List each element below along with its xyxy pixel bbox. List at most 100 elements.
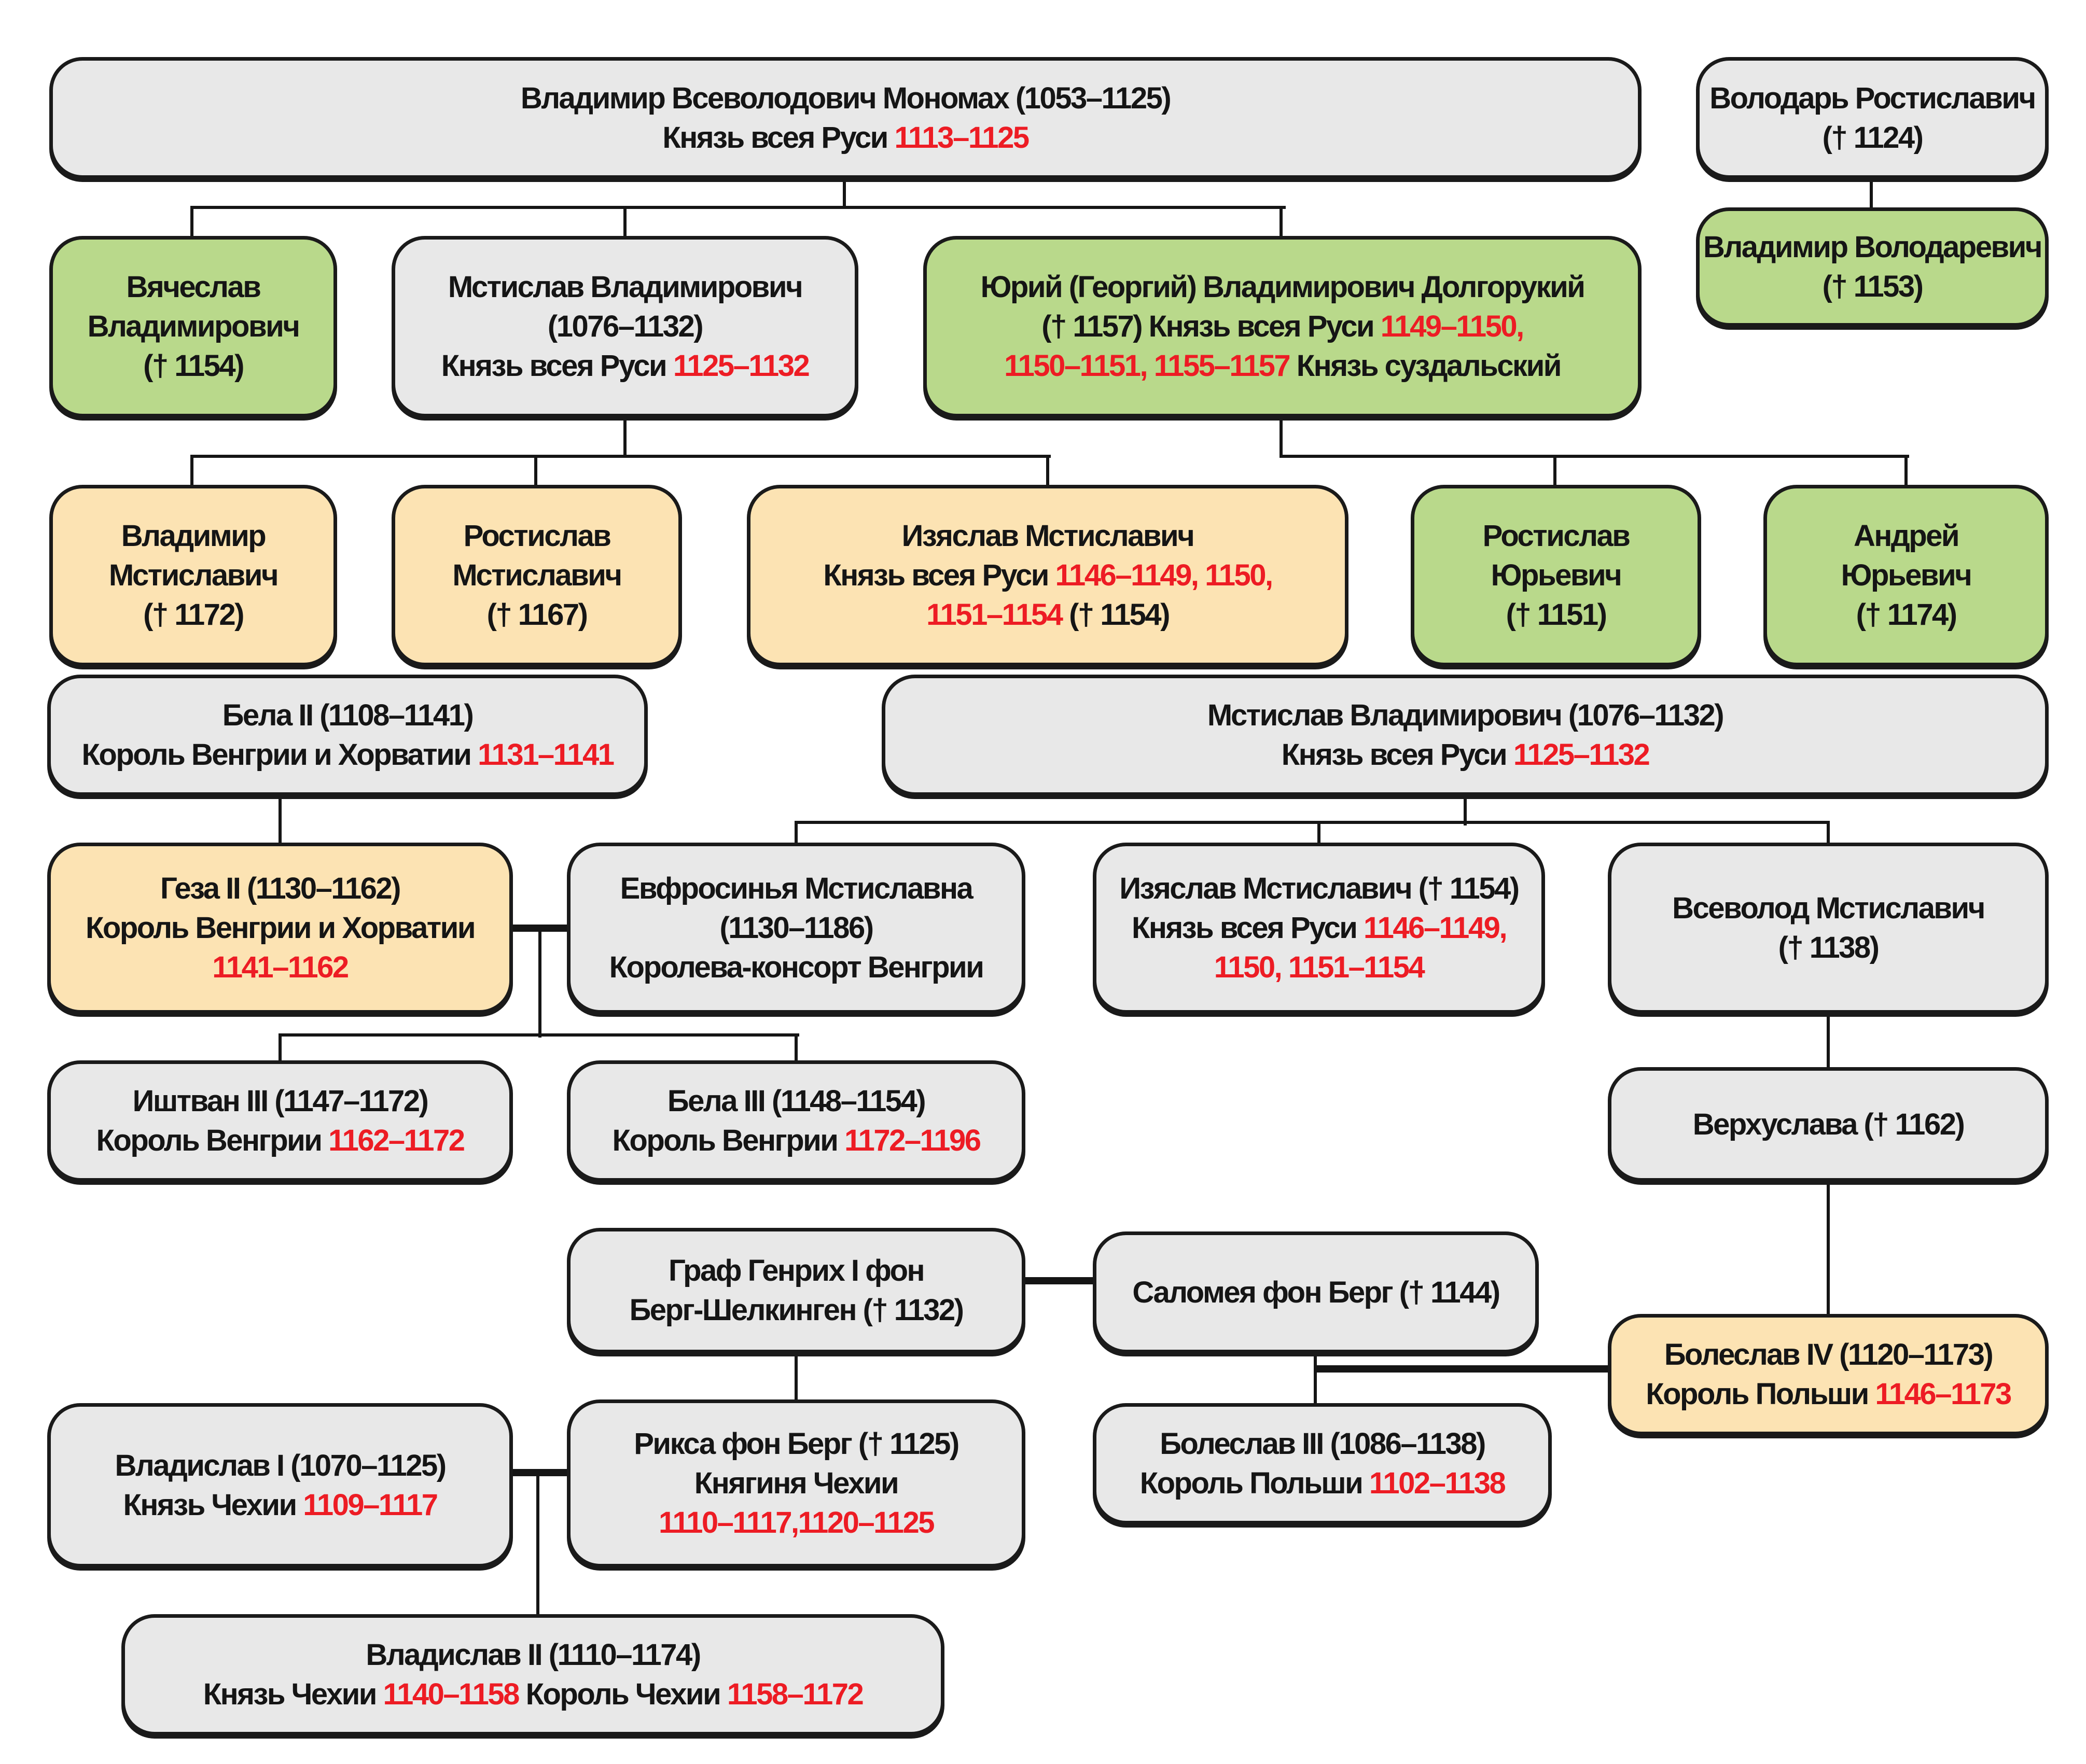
- person-name-text: Верхуслава († 1162): [1692, 1107, 1965, 1141]
- person-name-text: Князь суздальский: [1289, 349, 1562, 383]
- reign-years-text: 1146–1149,: [1364, 911, 1508, 945]
- person-name-text: Болеслав III (1086–1138): [1160, 1427, 1486, 1461]
- node-text-line: Княгиня Чехии: [694, 1464, 899, 1503]
- descent-connector-line: [795, 1351, 798, 1402]
- reign-years-text: 1140–1158: [383, 1677, 520, 1711]
- person-name-text: Король Венгрии и Хорватии: [81, 738, 478, 772]
- person-name-text: († 1167): [486, 598, 588, 632]
- person-name-text: Король Чехии: [518, 1677, 727, 1711]
- node-text-line: († 1138): [1778, 928, 1880, 968]
- node-text-line: 1150, 1151–1154: [1214, 948, 1425, 987]
- node-volodar-rostislavich: Володарь Ростиславич(† 1124): [1696, 57, 2049, 179]
- node-text-line: Верхуслава († 1162): [1692, 1105, 1965, 1144]
- person-name-text: Ростислав: [463, 519, 611, 553]
- person-name-text: (1130–1186): [719, 911, 874, 945]
- node-text-line: Владимирович: [87, 307, 300, 346]
- node-bela-ii: Бела II (1108–1141)Король Венгрии и Хорв…: [47, 675, 648, 796]
- node-text-line: Владислав II (1110–1174): [366, 1635, 701, 1675]
- person-name-text: Князь всея Руси: [823, 558, 1055, 592]
- node-text-line: Вячеслав: [127, 268, 261, 307]
- person-name-text: Князь Чехии: [123, 1488, 303, 1522]
- node-text-line: Иштван III (1147–1172): [133, 1082, 429, 1121]
- node-text-line: Князь всея Руси 1125–1132: [1281, 735, 1650, 775]
- descent-connector-line: [1280, 415, 1283, 458]
- person-name-text: († 1151): [1506, 598, 1607, 632]
- node-geza-ii: Геза II (1130–1162) Король Венгрии и Хорв…: [47, 843, 513, 1014]
- node-text-line: Бела II (1108–1141): [222, 696, 474, 735]
- node-text-line: Король Венгрии 1172–1196: [613, 1121, 981, 1160]
- descent-connector-line: [190, 455, 193, 487]
- person-name-text: Мстиславич: [452, 558, 622, 592]
- descent-connector-line: [534, 455, 537, 487]
- node-text-line: 1110–1117,1120–1125: [658, 1503, 935, 1543]
- person-name-text: († 1153): [1822, 270, 1924, 303]
- reign-years-text: 1110–1117,1120–1125: [658, 1506, 935, 1539]
- person-name-text: Мстислав Владимирович: [448, 270, 803, 304]
- node-text-line: († 1153): [1822, 267, 1924, 306]
- person-name-text: Всеволод Мстиславич: [1672, 891, 1985, 925]
- reign-years-text: 1131–1141: [478, 738, 615, 772]
- reign-years-text: 1151–1154: [926, 598, 1063, 632]
- person-name-text: Юрьевич: [1491, 558, 1622, 592]
- descent-connector-line: [1280, 206, 1283, 239]
- person-name-text: Владимирович: [87, 310, 300, 343]
- person-name-text: Геза II (1130–1162): [160, 872, 401, 905]
- person-name-text: Князь всея Руси: [1281, 738, 1513, 772]
- node-text-line: Мстислав Владимирович (1076–1132): [1207, 696, 1725, 735]
- node-text-line: Граф Генрих I фон: [669, 1251, 925, 1291]
- node-text-line: Король Венгрии и Хорватии 1131–1141: [81, 735, 615, 775]
- reign-years-text: 1172–1196: [844, 1124, 981, 1157]
- node-vladislav-ii: Владислав II (1110–1174)Князь Чехии 1140…: [121, 1614, 944, 1735]
- node-riksa-von-berg: Рикса фон Берг († 1125) Княгиня Чехии 1110…: [567, 1399, 1025, 1567]
- descent-connector-line: [279, 793, 282, 845]
- node-text-line: Болеслав III (1086–1138): [1160, 1424, 1486, 1464]
- person-name-text: († 1154): [1062, 598, 1170, 632]
- descent-connector-line: [1314, 1351, 1317, 1406]
- node-verkhuslava: Верхуслава († 1162): [1608, 1067, 2049, 1182]
- node-text-line: Князь Чехии 1140–1158 Король Чехии 1158–…: [203, 1675, 864, 1714]
- node-text-line: Князь всея Руси 1113–1125: [662, 118, 1030, 158]
- descent-connector-line: [795, 1033, 798, 1063]
- marriage-connector-line: [1023, 1277, 1095, 1284]
- node-text-line: Геза II (1130–1162): [160, 869, 401, 908]
- person-name-text: Княгиня Чехии: [694, 1466, 899, 1500]
- node-text-line: Владислав I (1070–1125): [115, 1446, 447, 1486]
- person-name-text: († 1172): [143, 598, 244, 632]
- descent-connector-line: [1280, 455, 1909, 458]
- node-text-line: Князь всея Руси 1146–1149,: [1131, 908, 1508, 948]
- person-name-text: Князь всея Руси: [1131, 911, 1364, 945]
- person-name-text: Король Польши: [1139, 1466, 1369, 1500]
- person-name-text: Владимир: [121, 519, 267, 553]
- reign-years-text: 1149–1150,: [1380, 310, 1525, 343]
- descent-connector-line: [190, 206, 193, 239]
- node-text-line: († 1151): [1506, 595, 1607, 635]
- node-text-line: Саломея фон Берг († 1144): [1132, 1273, 1500, 1312]
- descent-connector-line: [1464, 793, 1467, 825]
- person-name-text: Рикса фон Берг († 1125): [634, 1427, 959, 1461]
- node-text-line: Владимир Всеволодович Мономах (1053–1125…: [521, 79, 1172, 118]
- node-boleslav-iii: Болеслав III (1086–1138)Король Польши 11…: [1093, 1403, 1552, 1524]
- marriage-connector-line: [1314, 1365, 1610, 1373]
- person-name-text: Изяслав Мстиславич († 1154): [1119, 872, 1520, 905]
- descent-connector-line: [1553, 455, 1556, 487]
- node-text-line: Мстислав Владимирович: [448, 268, 803, 307]
- reign-years-text: 1146–1173: [1875, 1377, 2012, 1411]
- node-text-line: († 1157) Князь всея Руси 1149–1150,: [1041, 307, 1525, 346]
- person-name-text: Король Венгрии и Хорватии: [86, 911, 476, 945]
- node-text-line: Берг-Шелкинген († 1132): [630, 1291, 964, 1330]
- node-text-line: Князь Чехии 1109–1117: [123, 1486, 438, 1525]
- reign-years-text: 1125–1132: [1513, 738, 1650, 772]
- person-name-text: Болеслав IV (1120–1173): [1664, 1338, 1994, 1371]
- node-text-line: Владимир: [121, 516, 267, 556]
- node-text-line: Всеволод Мстиславич: [1672, 889, 1985, 928]
- person-name-text: Изяслав Мстиславич: [901, 519, 1195, 553]
- descent-connector-line: [1870, 179, 1873, 210]
- node-text-line: Князь всея Руси 1125–1132: [441, 346, 810, 386]
- descent-connector-line: [279, 1033, 799, 1037]
- descent-connector-line: [1827, 1180, 1830, 1317]
